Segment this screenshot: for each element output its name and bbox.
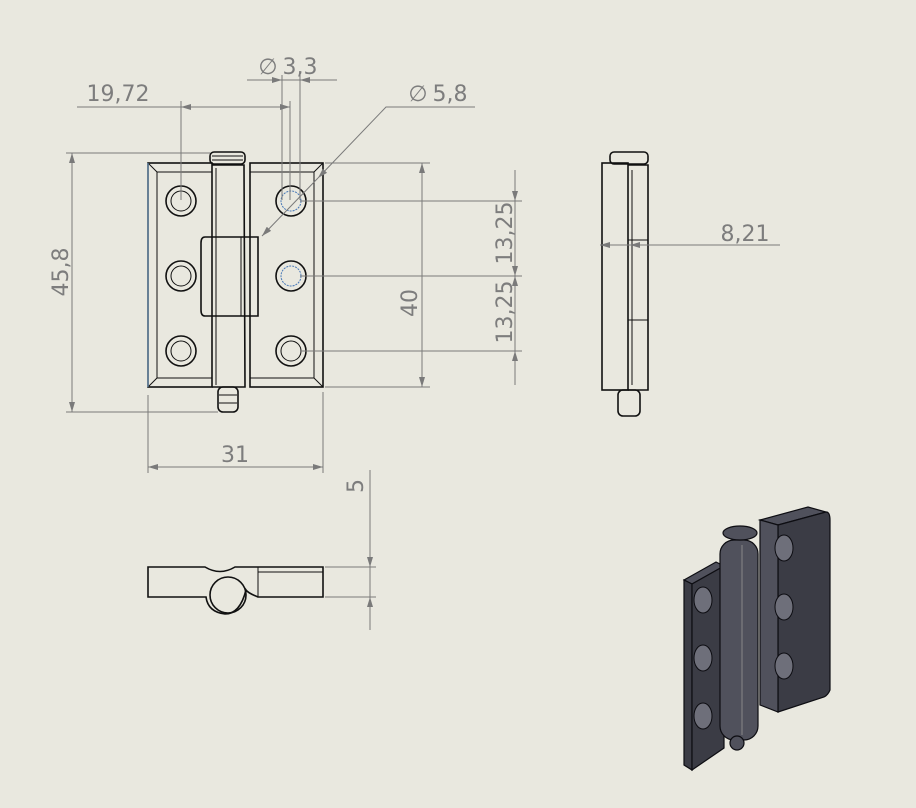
middle-knuckle xyxy=(200,236,259,317)
front-view xyxy=(147,151,324,413)
dim-bottom-thickness: 5 xyxy=(344,479,369,493)
dim-side-thickness: 8,21 xyxy=(721,222,770,247)
diameter-symbol: ∅ xyxy=(258,55,277,80)
dim-hole-spacing: 19,72 xyxy=(87,82,150,107)
dim-overall-height: 45,8 xyxy=(49,248,74,297)
dim-plate-height: 40 xyxy=(398,289,423,317)
side-view xyxy=(601,151,649,417)
right-leaf xyxy=(249,162,324,388)
pin-cap xyxy=(209,151,246,165)
dimensions: 19,72 ∅ 3,3 ∅ 5,8 45,8 40 13,25 13,25 8,… xyxy=(49,55,780,630)
isometric-view xyxy=(682,506,831,772)
dim-hole-pitch-lower: 13,25 xyxy=(493,281,518,344)
dim-small-diameter: 3,3 xyxy=(283,55,318,80)
dim-hole-pitch-upper: 13,25 xyxy=(493,202,518,265)
diameter-symbol: ∅ xyxy=(408,82,427,107)
dim-overall-width: 31 xyxy=(221,443,249,468)
bottom-view xyxy=(147,566,324,615)
dim-large-diameter: 5,8 xyxy=(433,82,468,107)
left-leaf xyxy=(147,162,213,388)
mounting-holes xyxy=(165,185,307,367)
barrel xyxy=(212,164,246,388)
bottom-pin xyxy=(217,386,239,413)
